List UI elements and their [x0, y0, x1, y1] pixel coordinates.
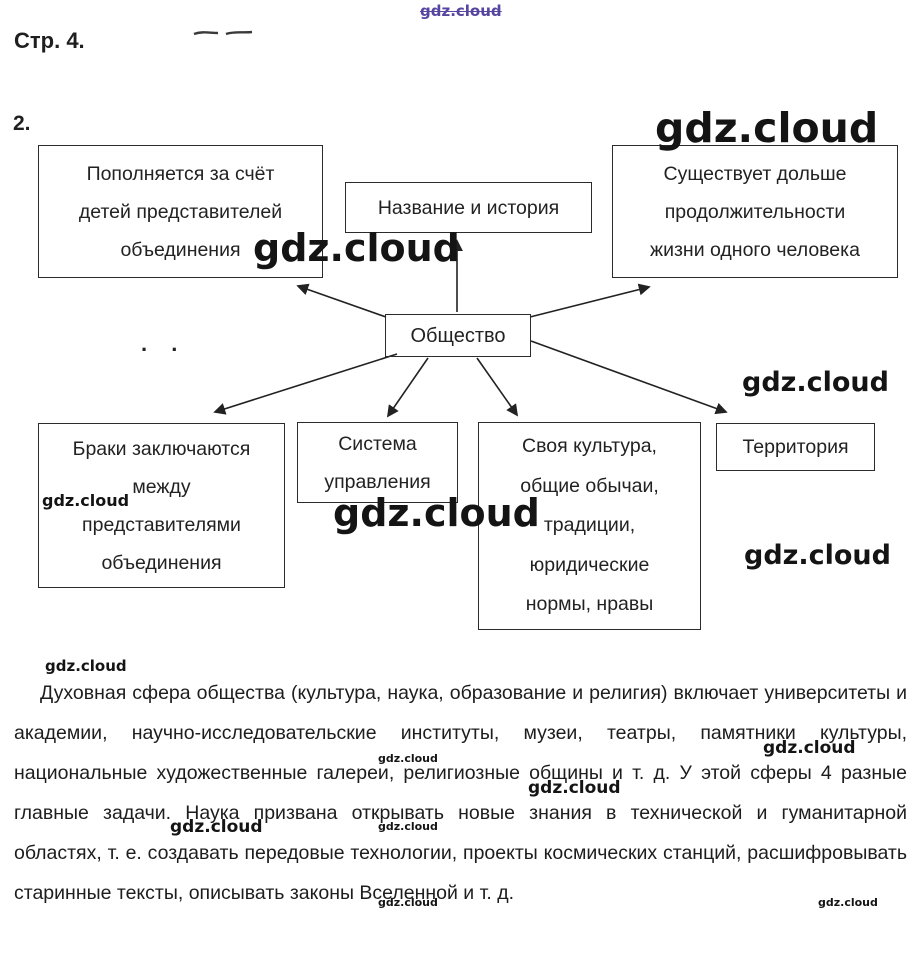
- box-line: объединения: [101, 551, 222, 574]
- box-line: Существует дольше: [663, 162, 847, 185]
- answer-paragraph: Духовная сфера общества (культура, наука…: [14, 682, 907, 904]
- diagram-box-exists-longer: Существует дольше продолжительности жизн…: [612, 145, 898, 278]
- diagram-box-replenish: Пополняется за счёт детей представителей…: [38, 145, 323, 278]
- watermark-top: gdz.cloud: [420, 2, 502, 20]
- diagram-box-territory: Территория: [716, 423, 875, 471]
- box-line: детей представителей: [78, 200, 283, 223]
- box-line: жизни одного человека: [650, 238, 860, 261]
- box-line: Территория: [742, 436, 849, 458]
- diagram-box-society: Общество: [385, 314, 531, 357]
- box-line: представителями: [82, 513, 241, 536]
- handwriting-scribble: [193, 30, 253, 36]
- watermark: gdz.cloud: [655, 104, 879, 152]
- box-line: Пополняется за счёт: [86, 162, 275, 185]
- watermark: gdz.cloud: [378, 752, 438, 765]
- diagram-box-management: Система управления: [297, 422, 458, 503]
- diagram-box-marriages: Браки заключаются между представителями …: [38, 423, 285, 588]
- watermark: gdz.cloud: [763, 738, 856, 758]
- box-line: традиции,: [543, 514, 636, 537]
- watermark: gdz.cloud: [378, 896, 438, 909]
- watermark: gdz.cloud: [818, 896, 878, 909]
- box-line: Название и история: [377, 196, 560, 219]
- handwriting-dots: . .: [141, 331, 187, 356]
- diagram-box-culture: Своя культура, общие обычаи, традиции, ю…: [478, 422, 701, 630]
- box-line: Общество: [410, 324, 506, 347]
- box-line: между: [132, 475, 191, 498]
- box-line: общие обычаи,: [520, 474, 659, 497]
- task-number: 2.: [13, 112, 31, 135]
- box-line: продолжительности: [664, 200, 846, 223]
- page-heading: Стр. 4.: [14, 28, 85, 53]
- watermark: gdz.cloud: [378, 820, 438, 833]
- watermark: gdz.cloud: [45, 657, 127, 675]
- box-line: управления: [324, 470, 431, 493]
- box-line: Браки заключаются: [72, 437, 251, 460]
- watermark: gdz.cloud: [333, 491, 540, 535]
- watermark: gdz.cloud: [42, 491, 130, 510]
- box-line: нормы, нравы: [525, 593, 654, 616]
- watermark: gdz.cloud: [170, 817, 263, 837]
- watermark: gdz.cloud: [253, 226, 460, 270]
- diagram-arrows: [213, 239, 728, 418]
- diagram-box-name-history: Название и история: [345, 182, 592, 233]
- watermark: gdz.cloud: [528, 778, 621, 798]
- box-line: юридические: [529, 553, 650, 576]
- box-line: Система: [338, 432, 417, 455]
- box-line: объединения: [120, 238, 241, 261]
- box-line: Своя культура,: [522, 435, 657, 458]
- watermark: gdz.cloud: [742, 367, 889, 398]
- watermark: gdz.cloud: [744, 540, 891, 571]
